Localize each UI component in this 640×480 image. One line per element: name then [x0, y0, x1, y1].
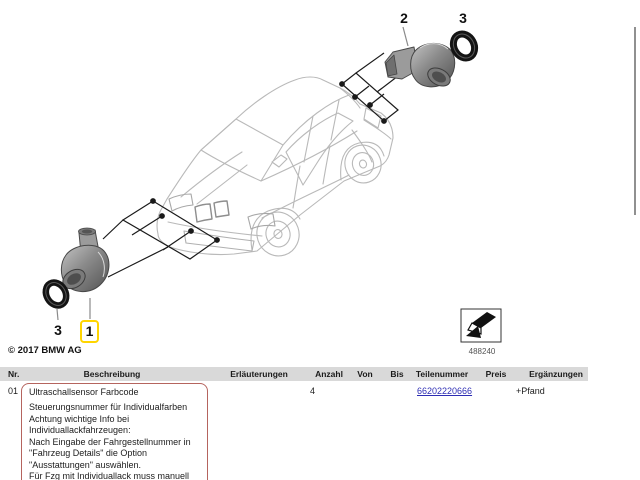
o-ring-part-3-bottom [42, 279, 70, 309]
callout-label-1-highlighted[interactable]: 1 [80, 320, 99, 343]
col-header-anzahl: Anzahl [315, 369, 343, 379]
direction-arrow-icon [460, 308, 502, 343]
rear-sensor-leader-lines [339, 52, 399, 124]
supplement-value: +Pfand [516, 386, 545, 396]
parts-diagram: 2 3 3 1 © 2017 BMW AG 488240 [8, 10, 636, 356]
col-header-preis: Preis [485, 369, 507, 379]
callout-label-3-top[interactable]: 3 [459, 10, 467, 26]
ultrasonic-sensor-part-2 [384, 43, 456, 88]
kidney-grille [194, 200, 230, 223]
description-line: Steuerungsnummer für Individualfarben [29, 402, 188, 412]
callout-leader-lines [56, 26, 409, 321]
description-line: Nach Eingabe der Fahrgestellnummer in [29, 436, 191, 447]
description-line: Achtung wichtige Info bei [29, 413, 130, 424]
description-line: Für Fzg mit Individuallack muss manuell [29, 471, 190, 480]
col-header-nr: Nr. [8, 369, 20, 379]
part-description-title: Ultraschallsensor Farbcode [29, 387, 139, 397]
description-line: "Fahrzeug Details" die Option [29, 448, 147, 458]
quantity-value: 4 [310, 386, 316, 396]
callout-label-3-bottom[interactable]: 3 [54, 322, 62, 338]
description-line: "Ausstattungen" auswählen. [29, 459, 141, 470]
part-number-link[interactable]: 66202220666 [417, 386, 473, 396]
car-line-art [156, 76, 394, 257]
parts-table-header: Nr. Beschreibung Erläuterungen Anzahl Vo… [0, 367, 588, 381]
parts-diagram-canvas [42, 26, 502, 343]
row-number: 01 [8, 386, 19, 396]
callout-label-2[interactable]: 2 [400, 10, 408, 26]
col-header-von: Von [357, 369, 373, 379]
diagram-number: 488240 [468, 347, 496, 356]
scrollbar[interactable] [634, 27, 636, 215]
col-header-beschreibung: Beschreibung [83, 369, 141, 379]
col-header-teilenummer: Teilenummer [415, 369, 469, 379]
description-line: Individuallackfahrzeugen: [29, 425, 131, 435]
col-header-ergaenzungen: Ergänzungen [529, 369, 583, 379]
front-sensor-leader-lines [102, 198, 220, 278]
description-cell-highlighted[interactable]: Ultraschallsensor Farbcode Steuerungsnum… [21, 383, 208, 480]
ultrasonic-sensor-part-1 [60, 227, 110, 292]
o-ring-part-3-top [449, 30, 479, 62]
copyright-notice: © 2017 BMW AG [8, 345, 82, 356]
col-header-erlaeuterungen: Erläuterungen [230, 369, 288, 379]
col-header-bis: Bis [390, 369, 404, 379]
